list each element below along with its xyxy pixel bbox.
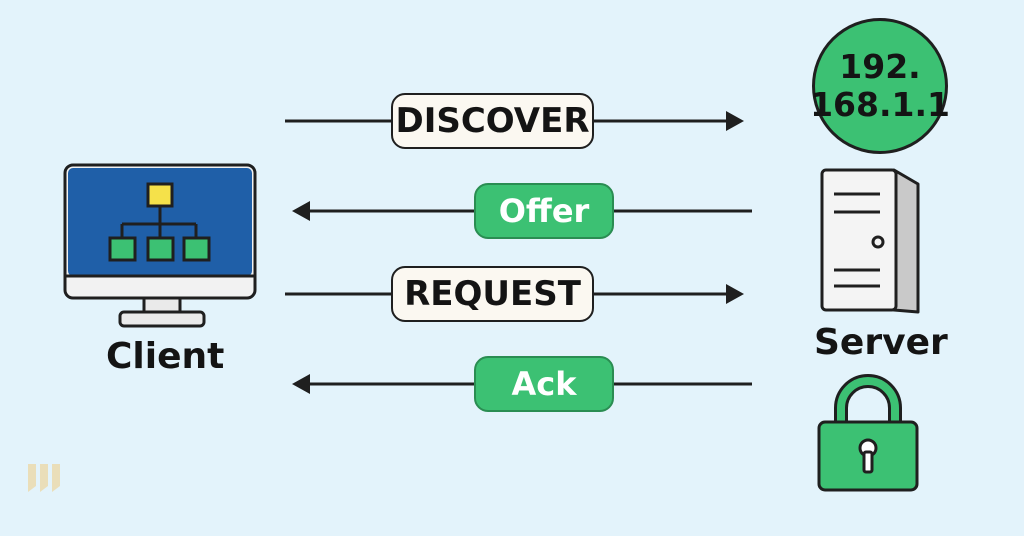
- server-label: Server: [814, 322, 948, 363]
- monitor-network-icon: [63, 163, 257, 328]
- message-request: REQUEST: [391, 266, 594, 322]
- ip-line-1: 192.: [839, 47, 921, 86]
- client-label: Client: [106, 336, 225, 377]
- message-discover-label: DISCOVER: [395, 101, 590, 141]
- message-ack: Ack: [474, 356, 614, 412]
- server-tower-icon: [820, 168, 920, 314]
- ip-line-2: 168.1.1: [810, 85, 950, 124]
- message-ack-label: Ack: [511, 365, 577, 403]
- ip-address-badge: 192. 168.1.1: [810, 18, 950, 154]
- message-offer-label: Offer: [498, 192, 590, 230]
- message-offer: Offer: [474, 183, 614, 239]
- message-request-label: REQUEST: [404, 274, 581, 314]
- message-discover: DISCOVER: [391, 93, 594, 149]
- padlock-icon: [817, 374, 919, 492]
- watermark-logo-icon: [28, 464, 60, 492]
